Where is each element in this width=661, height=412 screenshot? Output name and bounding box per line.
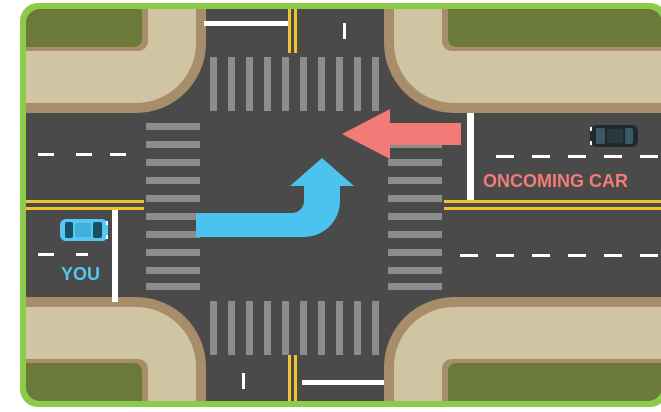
corner-bottom-right [384,297,661,407]
stop-line-north [204,21,288,26]
stop-line-south [302,380,384,385]
lane-dash-north [343,23,346,39]
player-car [60,219,108,241]
corner-bottom-left [20,297,206,407]
corner-top-right [384,3,661,113]
oncoming-car [590,125,638,147]
stop-line-east [467,113,474,200]
stop-line-west [112,210,118,302]
player-label: YOU [61,264,100,284]
lane-dash-south [242,373,245,389]
intersection-scene: YOU ONCOMING CAR [20,3,661,407]
intersection-diagram: YOU ONCOMING CAR [20,3,661,407]
corner-top-left [20,3,206,113]
oncoming-car-label: ONCOMING CAR [483,171,628,191]
